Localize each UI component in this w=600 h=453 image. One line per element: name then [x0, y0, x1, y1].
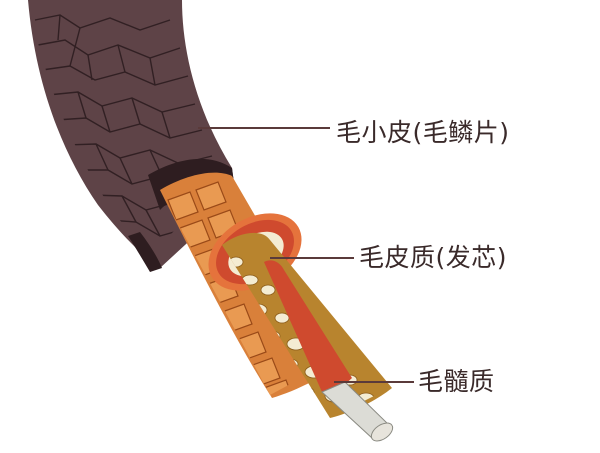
leader-lines [198, 127, 414, 383]
cuticle-label: 毛小皮(毛鳞片) [336, 118, 510, 147]
cortex-label: 毛皮质(发芯) [359, 243, 508, 272]
medulla-label: 毛髓质 [418, 367, 495, 396]
medulla-column [222, 232, 394, 442]
